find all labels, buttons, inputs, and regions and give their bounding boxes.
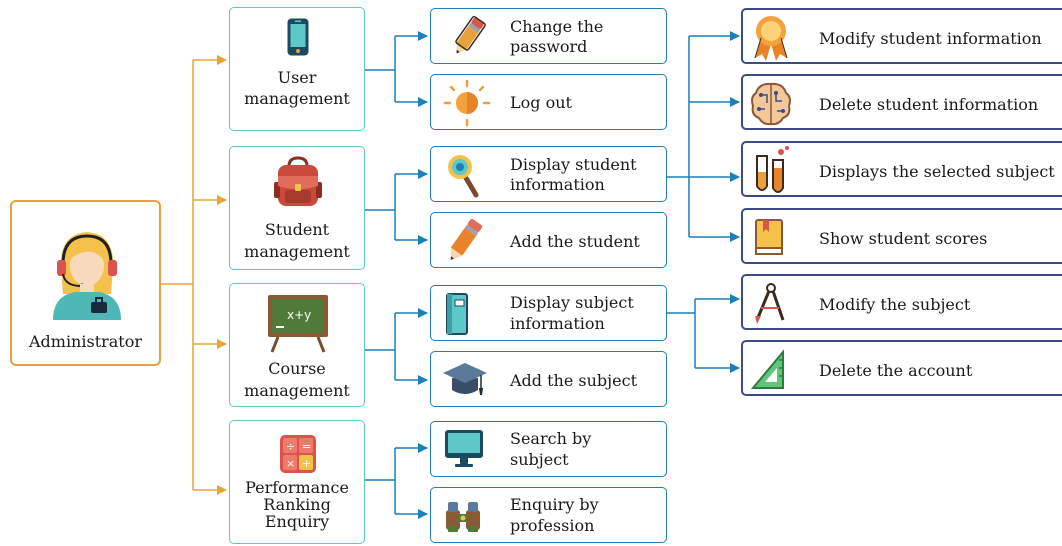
magnifier-icon: [448, 155, 479, 198]
sun-icon: [443, 79, 491, 127]
level3-label: Modify student information: [819, 29, 1042, 48]
level2-label-line2: information: [510, 314, 605, 333]
level2-label-line2: profession: [510, 516, 595, 535]
level3-label: Show student scores: [819, 229, 988, 248]
level3-label: Displays the selected subject: [819, 162, 1055, 181]
chalkboard-icon: x+y: [268, 295, 328, 353]
delete-the-account-node[interactable]: Delete the account: [741, 340, 1062, 396]
monitor-icon: [445, 430, 483, 467]
add-the-student-node[interactable]: Add the student: [430, 212, 667, 268]
level1-label-line2: management: [244, 89, 350, 108]
level1-label-line2: Ranking: [263, 495, 331, 514]
log-out-node[interactable]: Log out: [430, 74, 667, 130]
level2-label-line2: subject: [510, 450, 569, 469]
level2-label-line1: Search by: [510, 429, 592, 448]
delete-student-information-node[interactable]: Delete student information: [741, 74, 1062, 130]
smartphone-icon: [287, 18, 309, 56]
level2-label-line2: information: [510, 175, 605, 194]
pencil-icon: [450, 218, 483, 260]
display-student-information-node[interactable]: Display student information: [430, 146, 667, 202]
level1-label-line1: Student: [264, 220, 330, 239]
level2-label-line1: Log out: [510, 93, 572, 112]
administrator-headset-icon: [53, 232, 121, 320]
administrator-node[interactable]: Administrator: [10, 200, 161, 366]
display-subject-information-node[interactable]: Display subject information: [430, 285, 667, 341]
level3-label: Delete student information: [819, 95, 1039, 114]
search-by-subject-node[interactable]: Search by subject: [430, 421, 667, 477]
add-the-subject-node[interactable]: Add the subject: [430, 351, 667, 407]
notebook-icon: [446, 293, 468, 335]
set-square-icon: [750, 349, 784, 389]
level2-label-line1: Enquiry by: [510, 495, 599, 514]
displays-selected-subject-node[interactable]: Displays the selected subject: [741, 141, 1062, 197]
level1-label-line2: management: [244, 381, 350, 400]
graduation-cap-icon: [443, 363, 487, 395]
level3-label: Delete the account: [819, 361, 973, 380]
level1-label-line3: Enquiry: [264, 512, 330, 531]
svg-text:×: ×: [286, 457, 295, 470]
board-text: x+y: [287, 308, 311, 322]
test-tubes-icon: [756, 146, 789, 193]
calculator-icon: ÷ = × +: [280, 435, 316, 473]
level1-connectors: [365, 31, 428, 519]
course-management-node[interactable]: x+y Course management: [229, 283, 365, 407]
level2-label-line1: Add the student: [510, 232, 640, 251]
level2-connectors: [667, 31, 740, 373]
drawing-compass-icon: [755, 283, 785, 324]
level3-label: Modify the subject: [819, 295, 971, 314]
level2-label-line1: Change the: [510, 17, 604, 36]
binoculars-icon: [446, 502, 480, 532]
administrator-label: Administrator: [28, 332, 143, 351]
show-student-scores-node[interactable]: Show student scores: [741, 208, 1062, 264]
level1-label-line1: Performance: [245, 478, 349, 497]
modify-the-subject-node[interactable]: Modify the subject: [741, 274, 1062, 330]
level2-label-line1: Add the subject: [510, 371, 637, 390]
level1-label-line1: Course: [268, 359, 326, 378]
root-connector: [161, 55, 227, 495]
svg-text:+: +: [302, 457, 311, 470]
award-ribbon-icon: [754, 16, 788, 61]
level2-label-line1: Display student: [510, 155, 637, 174]
level1-label-line1: User: [277, 68, 317, 87]
change-password-node[interactable]: Change the password: [430, 8, 667, 64]
brain-circuit-icon: [751, 82, 791, 126]
pencil-icon: [455, 15, 486, 54]
svg-text:÷: ÷: [286, 440, 295, 453]
level1-label-line2: management: [244, 242, 350, 261]
level2-label-line1: Display subject: [510, 293, 634, 312]
modify-student-information-node[interactable]: Modify student information: [741, 8, 1062, 64]
svg-text:=: =: [302, 440, 311, 453]
level2-label-line2: password: [510, 37, 588, 56]
backpack-icon: [274, 156, 322, 206]
student-management-node[interactable]: Student management: [229, 146, 365, 270]
user-management-node[interactable]: User management: [229, 7, 365, 131]
book-icon: [755, 219, 783, 255]
performance-ranking-enquiry-node[interactable]: ÷ = × + Performance Ranking Enquiry: [229, 420, 365, 544]
enquiry-by-profession-node[interactable]: Enquiry by profession: [430, 487, 667, 543]
